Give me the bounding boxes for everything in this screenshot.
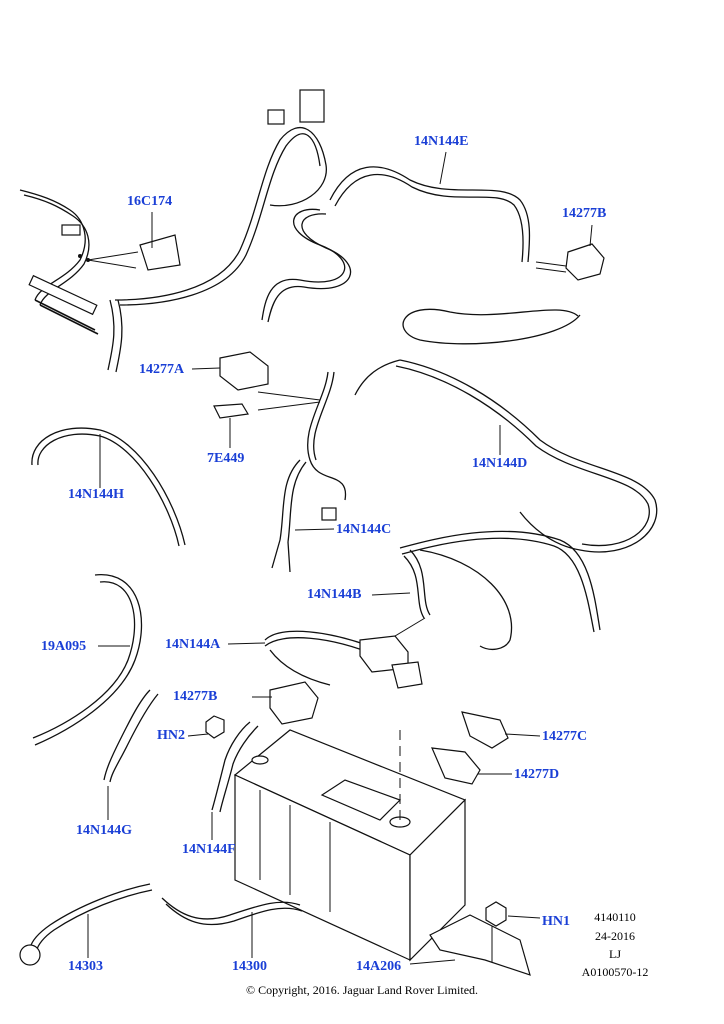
upper-harness-16C174 <box>19 89 327 373</box>
reference-date: 24-2016 <box>595 929 635 943</box>
part-14277D <box>431 747 512 785</box>
label-14N144G: 14N144G <box>76 823 132 838</box>
harness-14N144C <box>271 371 347 573</box>
label-14N144E: 14N144E <box>414 134 469 149</box>
label-14N144F: 14N144F <box>182 842 236 857</box>
label-14N144H: 14N144H <box>68 487 124 502</box>
cable-14N144G <box>103 689 159 820</box>
label-14N144C: 14N144C <box>336 522 392 537</box>
label-7E449: 7E449 <box>207 451 245 466</box>
cable-14N144H <box>31 427 186 547</box>
cable-14303 <box>19 883 153 966</box>
cable-14N144F <box>211 721 259 840</box>
label-16C174: 16C174 <box>127 194 173 209</box>
label-19A095: 19A095 <box>41 639 87 654</box>
label-14277C: 14277C <box>542 729 588 744</box>
battery <box>233 729 467 962</box>
part-7E449 <box>213 403 249 448</box>
label-14N144B: 14N144B <box>307 587 362 602</box>
label-14277D: 14277D <box>514 767 560 782</box>
label-14N144D: 14N144D <box>472 456 528 471</box>
label-14277A: 14277A <box>139 362 185 377</box>
cable-19A095 <box>32 574 143 746</box>
label-14303: 14303 <box>68 959 103 974</box>
cable-14N144D <box>354 308 658 553</box>
label-HN1: HN1 <box>542 914 570 929</box>
label-HN2: HN2 <box>157 728 185 743</box>
reference-initials: LJ <box>609 947 621 961</box>
nut-HN2 <box>187 715 225 739</box>
reference-number: 4140110 <box>594 910 636 924</box>
part-14277B-mid <box>252 681 319 725</box>
bracket-14A206 <box>409 901 541 976</box>
cable-14300 <box>161 897 303 958</box>
copyright-notice: © Copyright, 2016. Jaguar Land Rover Lim… <box>245 983 479 997</box>
label-14277B-top: 14277B <box>562 206 607 221</box>
cable-14N144B <box>371 530 601 651</box>
part-14277C <box>461 711 541 749</box>
part-14277A <box>191 351 321 411</box>
label-14N144A: 14N144A <box>165 637 221 652</box>
label-14300: 14300 <box>232 959 267 974</box>
cable-14N144A <box>227 617 426 689</box>
cable-14N144E <box>261 151 531 323</box>
part-14277B-top <box>535 224 605 281</box>
reference-code: A0100570-12 <box>581 965 649 979</box>
label-14A206: 14A206 <box>356 959 402 974</box>
label-14277B-mid: 14277B <box>173 689 218 704</box>
